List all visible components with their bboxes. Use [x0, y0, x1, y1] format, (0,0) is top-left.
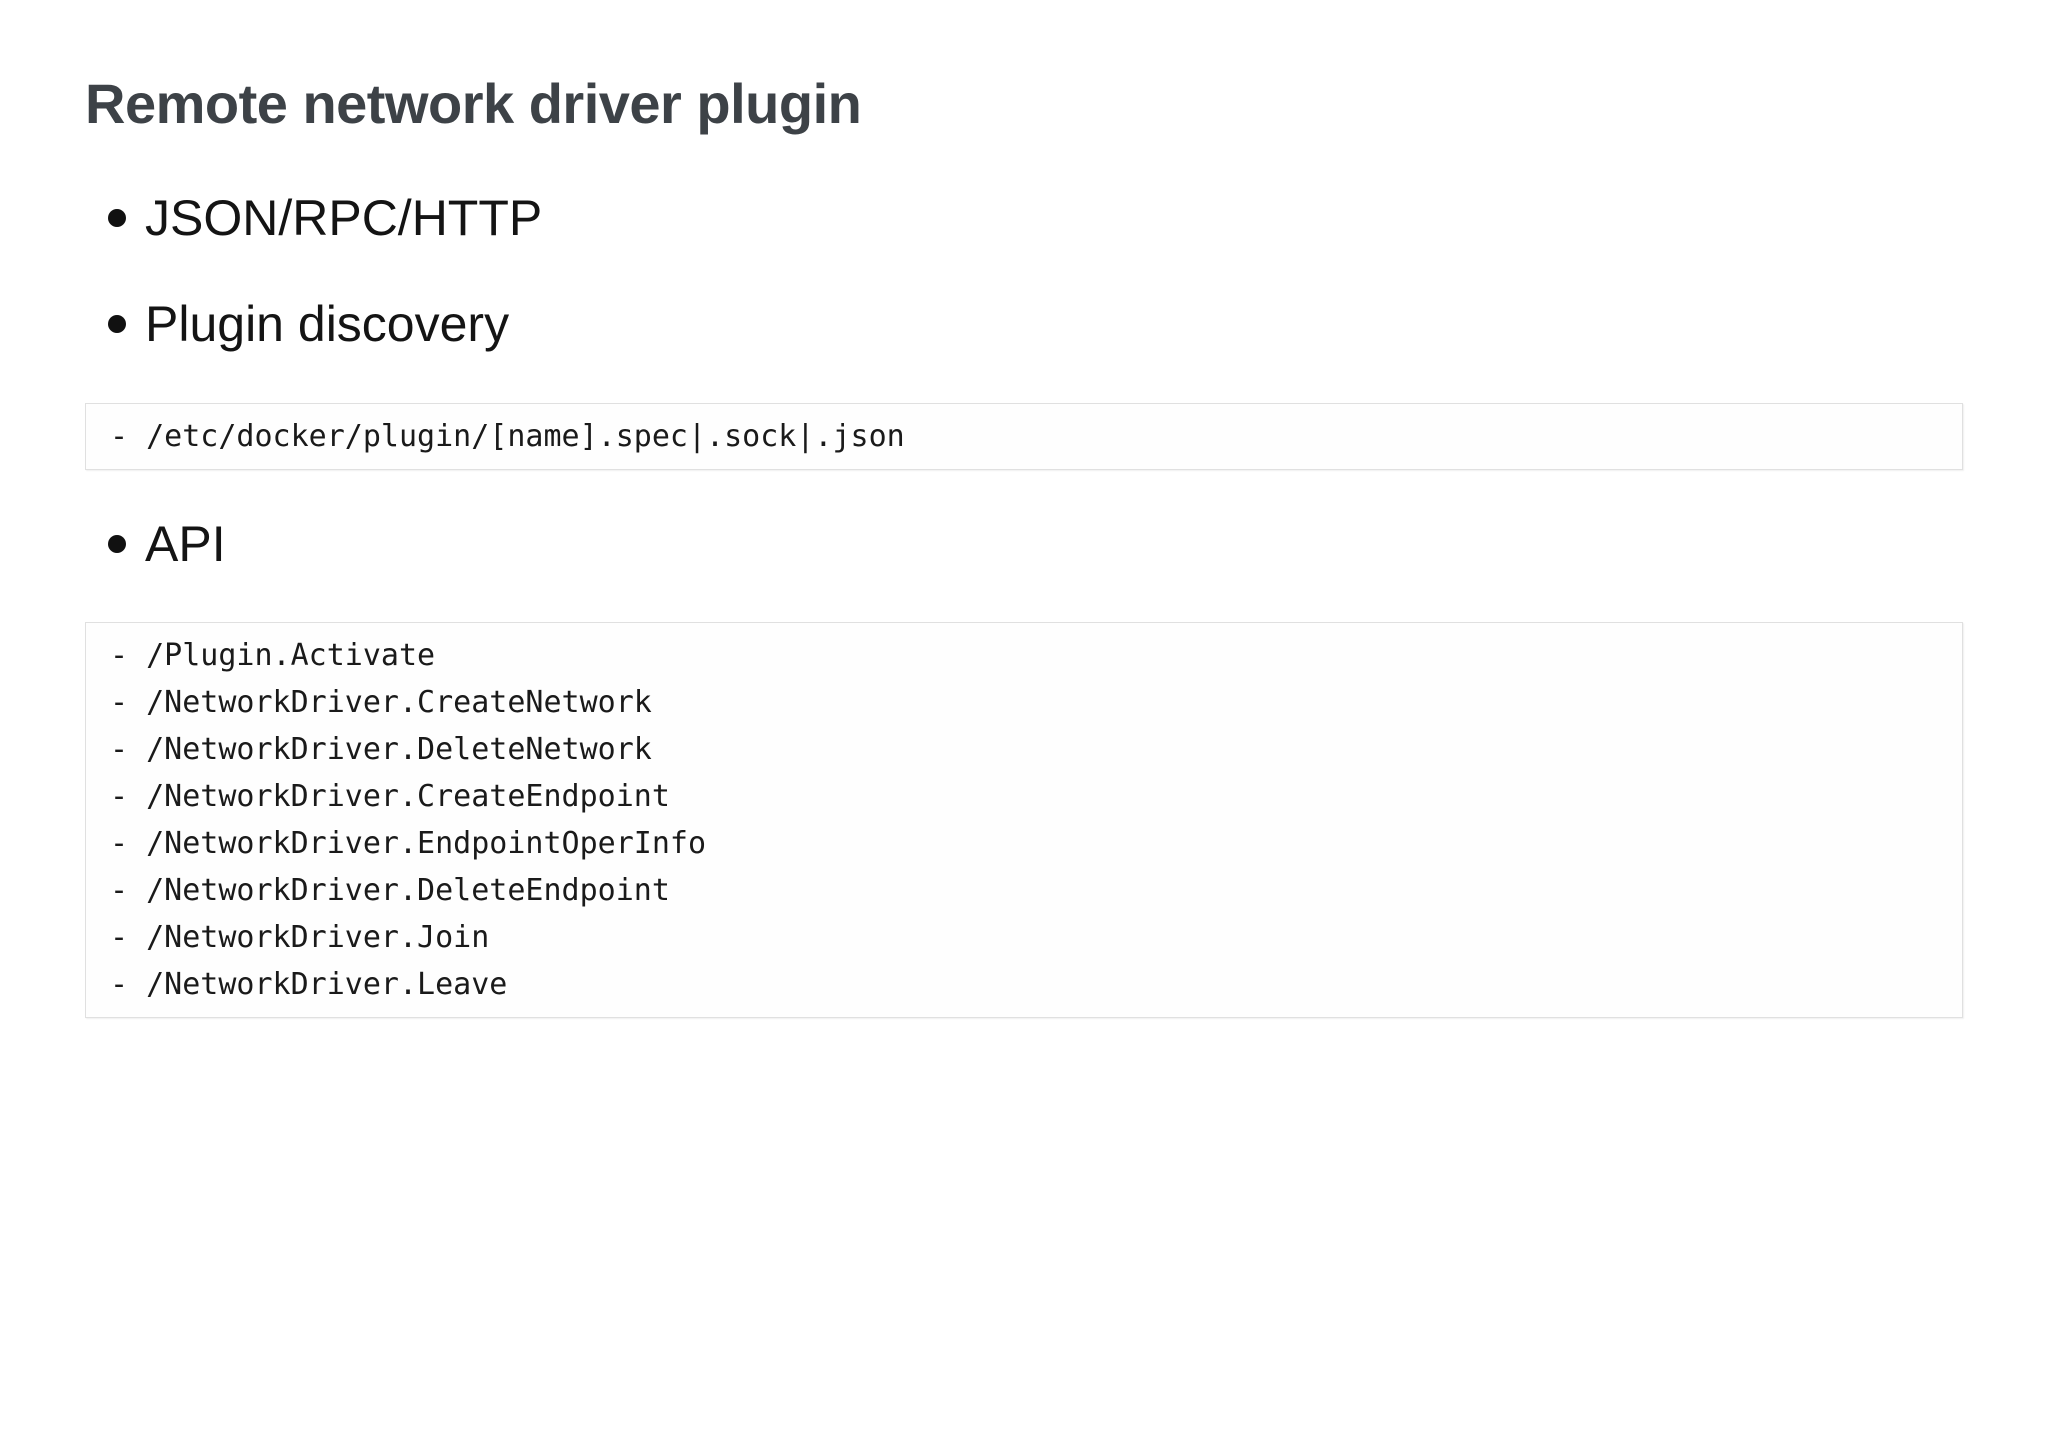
list-item: API [85, 519, 226, 569]
code-block-plugin-discovery: - /etc/docker/plugin/[name].spec|.sock|.… [85, 403, 1963, 470]
code-line: - /NetworkDriver.CreateNetwork [110, 685, 652, 720]
bullet-label-api: API [145, 516, 226, 572]
code-block-api-endpoints: - /Plugin.Activate - /NetworkDriver.Crea… [85, 622, 1963, 1018]
bullet-label-json-rpc-http: JSON/RPC/HTTP [145, 190, 543, 246]
code-line: - /NetworkDriver.DeleteEndpoint [110, 873, 670, 908]
bullet-icon [108, 535, 126, 553]
code-line: - /NetworkDriver.Join [110, 920, 490, 955]
code-line: - /NetworkDriver.Leave [110, 967, 508, 1002]
code-line: - /etc/docker/plugin/[name].spec|.sock|.… [110, 419, 905, 454]
list-item: JSON/RPC/HTTP [85, 193, 542, 243]
code-line: - /NetworkDriver.DeleteNetwork [110, 732, 652, 767]
bullet-icon [108, 209, 126, 227]
code-line: - /NetworkDriver.CreateEndpoint [110, 779, 670, 814]
list-item: Plugin discovery [85, 299, 509, 349]
code-line: - /Plugin.Activate [110, 638, 436, 673]
code-line: - /NetworkDriver.EndpointOperInfo [110, 826, 707, 861]
page-title: Remote network driver plugin [85, 72, 862, 135]
bullet-label-plugin-discovery: Plugin discovery [145, 296, 510, 352]
bullet-icon [108, 315, 126, 333]
